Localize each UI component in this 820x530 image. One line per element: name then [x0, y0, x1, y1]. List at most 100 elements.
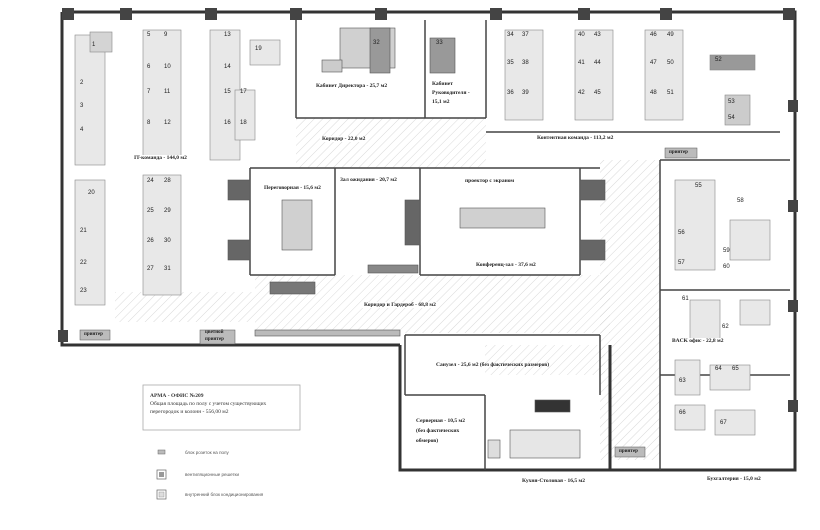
workstation-number: 10: [164, 64, 171, 70]
workstation-number: 15: [224, 89, 231, 95]
workstation-number: 60: [723, 264, 730, 270]
workstation-number: 42: [578, 90, 585, 96]
it-team-label: IT-команда - 144,0 м2: [132, 155, 189, 161]
workstation-number: 16: [224, 120, 231, 126]
server-label-1: Серверная - 10,5 м2: [416, 418, 465, 424]
workstation-number: 65: [732, 366, 739, 372]
director-office-label: Кабинет Директора - 25,7 м2: [314, 83, 390, 89]
workstation-number: 41: [578, 60, 585, 66]
ac-unit-inner-symbol: [158, 491, 165, 498]
back-office-label: BACK офис - 22,8 м2: [670, 338, 726, 344]
workstation-number: 57: [678, 260, 685, 266]
workstation-number: 39: [522, 90, 529, 96]
workstation-number: 33: [436, 40, 443, 46]
workstation-number: 28: [164, 178, 171, 184]
workstation-number: 17: [240, 89, 247, 95]
workstation-number: 64: [715, 366, 722, 372]
workstation-number: 4: [80, 127, 84, 133]
workstation-number: 22: [80, 260, 87, 266]
info-line-1: Общая площадь по полу с учетом существую…: [150, 401, 267, 407]
workstation-number: 9: [164, 32, 168, 38]
workstation-number: 55: [695, 183, 702, 189]
corridor-wardrobe-label: Коридор и Гардероб - 68,8 м2: [362, 302, 438, 308]
corridor-furniture: [254, 281, 401, 337]
wall-columns: [58, 8, 798, 412]
workstation-number: 59: [723, 248, 730, 254]
workstation-number: 45: [594, 90, 601, 96]
content-team-label: Контентная команда - 113,2 м2: [535, 135, 616, 141]
workstation-number: 62: [722, 324, 729, 330]
office-furniture: [321, 27, 456, 74]
color-printer-label-2: принтер: [205, 337, 224, 342]
workstation-number: 14: [224, 64, 231, 70]
legend-item-3: внутренний блок кондиционирования: [185, 492, 264, 497]
workstation-number: 5: [147, 32, 151, 38]
info-block: АРМА - ОФИС №209 Общая площадь по полу с…: [150, 392, 266, 416]
workstation-number: 44: [594, 60, 601, 66]
workstation-number: 34: [507, 32, 514, 38]
legend-item-1: блок розеток на полу: [185, 450, 229, 455]
conference-hall-label: Конференц-зал - 37,6 м2: [474, 262, 538, 268]
hatch-kitchen-area: [485, 345, 605, 375]
back-office-furniture: [674, 179, 771, 436]
conference-furniture: [367, 179, 606, 274]
workstation-number: 12: [164, 120, 171, 126]
workstation-number: 52: [715, 57, 722, 63]
kitchen-furniture: [487, 399, 581, 459]
workstation-number: 6: [147, 64, 151, 70]
workstation-number: 30: [164, 238, 171, 244]
workstation-number: 36: [507, 90, 514, 96]
legend-item-2: вентиляционные решетки: [185, 472, 240, 477]
projector-label: проектор с экраном: [465, 178, 515, 184]
workstation-number: 8: [147, 120, 151, 126]
accounting-label: Бухгалтерия - 15,0 м2: [705, 476, 763, 482]
workstation-number: 40: [578, 32, 585, 38]
manager-office-label-1: Кабинет: [432, 81, 453, 87]
hatch-corridor-top: [296, 118, 486, 168]
workstation-number: 3: [80, 103, 84, 109]
workstation-number: 43: [594, 32, 601, 38]
workstation-number: 38: [522, 60, 529, 66]
workstation-number: 31: [164, 266, 171, 272]
workstation-number: 7: [147, 89, 151, 95]
content-desks: [504, 29, 756, 126]
workstation-number: 26: [147, 238, 154, 244]
bathroom-label: Санузел - 25,6 м2 (без фактических разме…: [436, 362, 550, 368]
workstation-number: 37: [522, 32, 529, 38]
manager-office-label-3: 15,1 м2: [432, 99, 450, 105]
workstation-number: 18: [240, 120, 247, 126]
floor-outlet-symbol: [157, 449, 166, 455]
workstation-number: 56: [678, 230, 685, 236]
printer-label-kitchen: принтер: [619, 449, 638, 454]
info-title: АРМА - ОФИС №209: [150, 393, 204, 399]
workstation-number: 1: [92, 42, 96, 48]
workstation-number: 24: [147, 178, 154, 184]
workstation-number: 21: [80, 228, 87, 234]
corridor-top-label: Коридор - 22,0 м2: [320, 136, 368, 142]
it-desks: [74, 29, 281, 306]
workstation-number: 53: [728, 99, 735, 105]
printer-blocks: [79, 147, 698, 458]
hatch-corridor-left: [115, 292, 255, 322]
workstation-number: 48: [650, 90, 657, 96]
workstation-number: 2: [80, 80, 84, 86]
manager-office-label-2: Руководителя -: [432, 90, 470, 96]
server-label-3: обмеров): [416, 438, 439, 444]
workstation-number: 20: [88, 190, 95, 196]
workstation-number: 51: [667, 90, 674, 96]
workstation-number: 11: [164, 89, 171, 95]
workstation-number: 49: [667, 32, 674, 38]
meeting-room-furniture: [227, 179, 313, 261]
workstation-number: 32: [373, 40, 380, 46]
kitchen-label: Кухня-Столовая - 16,5 м2: [520, 478, 588, 484]
workstation-number: 29: [164, 208, 171, 214]
vent-grille-inner-symbol: [159, 472, 164, 477]
workstation-number: 50: [667, 60, 674, 66]
workstation-number: 25: [147, 208, 154, 214]
color-printer-label-1: цветной: [205, 330, 224, 335]
workstation-number: 23: [80, 288, 87, 294]
workstation-number: 13: [224, 32, 231, 38]
meeting-room-label: Переговорная - 15,6 м2: [262, 185, 323, 191]
